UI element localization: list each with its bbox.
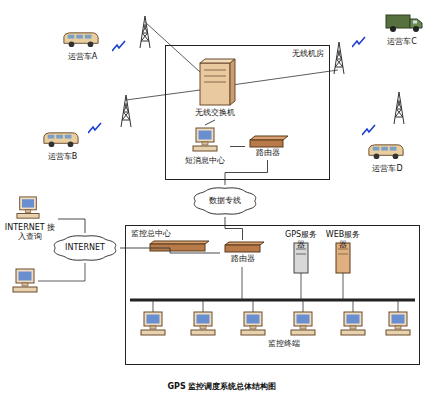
device-node: 无线交换机 [190,58,240,120]
device-node: 运营车A [55,28,110,64]
network-link [225,160,268,185]
device-node: 路由器 [220,240,265,266]
pc-icon [17,197,39,218]
radio-tower [121,95,131,127]
router-icon [250,136,288,147]
terminal-icon [241,312,265,335]
node-label: 路由器 [231,254,255,264]
node-label: 数据专线 [209,196,241,206]
network-cloud: INTERNET [50,233,120,263]
node-label: WEB服务器 [323,230,363,249]
signal-bolt [88,123,101,133]
node-label: 路由器 [256,148,280,158]
network-link [58,219,85,233]
device-node: GPS服务器 [279,228,323,275]
truck-icon [386,15,422,32]
cloud-outline [54,236,115,260]
network-link [205,120,215,125]
pc-icon [13,269,37,292]
network-wire [398,300,399,312]
radio-link [126,90,200,100]
radio-link [145,22,200,72]
server-icon [200,59,235,105]
network-cloud: 数据专线 [190,185,260,217]
terminal-icon [191,312,215,335]
signal-bolt [362,125,375,135]
network-wire [153,300,154,312]
node-label: INTERNET 接入查询 [4,223,56,242]
device-node: 运营车B [35,128,90,164]
terminal-icon [291,312,315,335]
lan-bus [130,299,415,302]
signal-bolt [112,41,125,51]
radio-tower [140,16,150,48]
node-label: 无线交换机 [195,108,235,118]
device-node: 运营车D [360,140,415,176]
network-wire [253,300,254,312]
van-icon [369,145,403,159]
terminal-label: 监控终端 [268,339,300,349]
device-node: WEB服务器 [321,228,365,275]
node-label: GPS服务器 [281,230,321,249]
network-wire [303,300,304,312]
terminal-icon [141,312,165,335]
region-box: 无线交换机短消息中心 路由器 无线机房 [165,45,330,180]
device-node: 运营车C [372,10,432,49]
van-icon [64,33,98,47]
van-icon [44,133,78,147]
radio-tower [334,42,344,74]
terminal-icon [341,312,365,335]
pc-icon [193,128,217,151]
node-label: 运营车A [68,52,97,62]
signal-bolt [352,37,365,47]
network-wire [242,267,243,300]
terminal-group [141,300,410,335]
region-title: 监控总中心 [131,229,171,239]
device-node: 路由器 [245,133,290,160]
region-title: 无线机房 [292,49,324,59]
network-wire [301,273,302,300]
node-label: 短消息中心 [185,156,225,166]
diagram-caption: GPS 监控调度系统总体结构图 [0,382,444,392]
network-link [225,217,243,240]
network-link [230,146,245,147]
terminal-icon [386,312,410,335]
node-label: 运营车D [372,164,402,174]
network-wire [38,263,85,281]
radio-link [232,70,338,85]
network-wire [203,300,204,312]
network-wire [353,300,354,312]
device-node: 短消息中心 [180,125,230,168]
gateway-device [150,241,209,251]
network-link [120,248,220,253]
node-label: INTERNET [65,243,105,253]
network-wire [343,273,344,300]
node-label: 运营车B [48,152,78,162]
cloud-outline [194,188,255,214]
router-icon [225,242,264,252]
device-node: INTERNET 接入查询 [2,194,58,244]
node-label: 运营车C [387,37,417,47]
radio-tower [394,92,404,124]
